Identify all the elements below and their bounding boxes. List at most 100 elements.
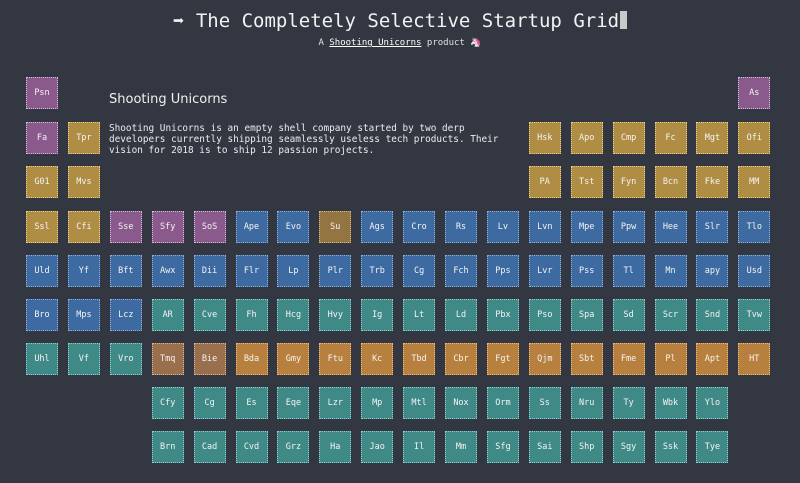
- grid-tile-lv[interactable]: Lv: [486, 211, 519, 243]
- grid-tile-fke[interactable]: Fke: [696, 166, 729, 198]
- grid-tile-cg[interactable]: Cg: [193, 387, 226, 419]
- grid-tile-cve[interactable]: Cve: [193, 299, 226, 331]
- grid-tile-orm[interactable]: Orm: [486, 387, 519, 419]
- grid-tile-cfi[interactable]: Cfi: [67, 211, 100, 243]
- grid-tile-sgy[interactable]: Sgy: [612, 431, 645, 463]
- grid-tile-bda[interactable]: Bda: [235, 343, 268, 375]
- grid-tile-ofi[interactable]: Ofi: [738, 122, 771, 154]
- grid-tile-ht[interactable]: HT: [738, 343, 771, 375]
- grid-tile-slr[interactable]: Slr: [696, 211, 729, 243]
- grid-tile-mn[interactable]: Mn: [654, 255, 687, 287]
- grid-tile-vf[interactable]: Vf: [67, 343, 100, 375]
- grid-tile-cad[interactable]: Cad: [193, 431, 226, 463]
- grid-tile-mgt[interactable]: Mgt: [696, 122, 729, 154]
- grid-tile-kc[interactable]: Kc: [361, 343, 394, 375]
- grid-tile-es[interactable]: Es: [235, 387, 268, 419]
- grid-tile-mm[interactable]: MM: [738, 166, 771, 198]
- grid-tile-fyn[interactable]: Fyn: [612, 166, 645, 198]
- grid-tile-sbt[interactable]: Sbt: [570, 343, 603, 375]
- grid-tile-snd[interactable]: Snd: [696, 299, 729, 331]
- grid-tile-cmp[interactable]: Cmp: [612, 122, 645, 154]
- grid-tile-shp[interactable]: Shp: [570, 431, 603, 463]
- grid-tile-fme[interactable]: Fme: [612, 343, 645, 375]
- grid-tile-uhl[interactable]: Uhl: [26, 343, 58, 375]
- grid-tile-tye[interactable]: Tye: [696, 431, 729, 463]
- grid-tile-vro[interactable]: Vro: [109, 343, 142, 375]
- grid-tile-tpr[interactable]: Tpr: [67, 122, 100, 154]
- grid-tile-scr[interactable]: Scr: [654, 299, 687, 331]
- grid-tile-mps[interactable]: Mps: [67, 299, 100, 331]
- grid-tile-wbk[interactable]: Wbk: [654, 387, 687, 419]
- grid-tile-hee[interactable]: Hee: [654, 211, 687, 243]
- grid-tile-hvy[interactable]: Hvy: [319, 299, 352, 331]
- grid-tile-lt[interactable]: Lt: [403, 299, 436, 331]
- grid-tile-tl[interactable]: Tl: [612, 255, 645, 287]
- grid-tile-awx[interactable]: Awx: [151, 255, 184, 287]
- grid-tile-ssl[interactable]: Ssl: [26, 211, 58, 243]
- grid-tile-pl[interactable]: Pl: [654, 343, 687, 375]
- grid-tile-hcg[interactable]: Hcg: [277, 299, 310, 331]
- grid-tile-cg[interactable]: Cg: [403, 255, 436, 287]
- grid-tile-bro[interactable]: Bro: [26, 299, 58, 331]
- grid-tile-pps[interactable]: Pps: [486, 255, 519, 287]
- grid-tile-apt[interactable]: Apt: [696, 343, 729, 375]
- grid-tile-sd[interactable]: Sd: [612, 299, 645, 331]
- grid-tile-ape[interactable]: Ape: [235, 211, 268, 243]
- grid-tile-sse[interactable]: Sse: [109, 211, 142, 243]
- grid-tile-g01[interactable]: G01: [26, 166, 58, 198]
- grid-tile-pss[interactable]: Pss: [570, 255, 603, 287]
- grid-tile-ar[interactable]: AR: [151, 299, 184, 331]
- grid-tile-spa[interactable]: Spa: [570, 299, 603, 331]
- grid-tile-pso[interactable]: Pso: [528, 299, 561, 331]
- grid-tile-sos[interactable]: SoS: [193, 211, 226, 243]
- grid-tile-ssk[interactable]: Ssk: [654, 431, 687, 463]
- grid-tile-as[interactable]: As: [738, 77, 771, 109]
- grid-tile-ags[interactable]: Ags: [361, 211, 394, 243]
- grid-tile-fch[interactable]: Fch: [445, 255, 477, 287]
- grid-tile-lcz[interactable]: Lcz: [109, 299, 142, 331]
- grid-tile-nru[interactable]: Nru: [570, 387, 603, 419]
- grid-tile-uld[interactable]: Uld: [26, 255, 58, 287]
- grid-tile-ty[interactable]: Ty: [612, 387, 645, 419]
- grid-tile-hsk[interactable]: Hsk: [528, 122, 561, 154]
- grid-tile-mvs[interactable]: Mvs: [67, 166, 100, 198]
- grid-tile-cbr[interactable]: Cbr: [445, 343, 477, 375]
- grid-tile-ylo[interactable]: Ylo: [696, 387, 729, 419]
- grid-tile-tbd[interactable]: Tbd: [403, 343, 436, 375]
- grid-tile-ftu[interactable]: Ftu: [319, 343, 352, 375]
- grid-tile-ppw[interactable]: Ppw: [612, 211, 645, 243]
- grid-tile-bcn[interactable]: Bcn: [654, 166, 687, 198]
- grid-tile-il[interactable]: Il: [403, 431, 436, 463]
- shooting-unicorns-link[interactable]: Shooting Unicorns: [329, 38, 422, 48]
- grid-tile-fh[interactable]: Fh: [235, 299, 268, 331]
- grid-tile-grz[interactable]: Grz: [277, 431, 310, 463]
- grid-tile-cro[interactable]: Cro: [403, 211, 436, 243]
- grid-tile-sai[interactable]: Sai: [528, 431, 561, 463]
- grid-tile-ha[interactable]: Ha: [319, 431, 352, 463]
- grid-tile-pbx[interactable]: Pbx: [486, 299, 519, 331]
- grid-tile-lp[interactable]: Lp: [277, 255, 310, 287]
- grid-tile-lvn[interactable]: Lvn: [528, 211, 561, 243]
- grid-tile-mtl[interactable]: Mtl: [403, 387, 436, 419]
- grid-tile-sfg[interactable]: Sfg: [486, 431, 519, 463]
- grid-tile-evo[interactable]: Evo: [277, 211, 310, 243]
- grid-tile-jao[interactable]: Jao: [361, 431, 394, 463]
- grid-tile-eqe[interactable]: Eqe: [277, 387, 310, 419]
- grid-tile-mpe[interactable]: Mpe: [570, 211, 603, 243]
- grid-tile-lvr[interactable]: Lvr: [528, 255, 561, 287]
- grid-tile-sfy[interactable]: Sfy: [151, 211, 184, 243]
- grid-tile-cvd[interactable]: Cvd: [235, 431, 268, 463]
- grid-tile-plr[interactable]: Plr: [319, 255, 352, 287]
- grid-tile-rs[interactable]: Rs: [445, 211, 477, 243]
- grid-tile-ss[interactable]: Ss: [528, 387, 561, 419]
- grid-tile-mp[interactable]: Mp: [361, 387, 394, 419]
- grid-tile-su[interactable]: Su: [319, 211, 352, 243]
- grid-tile-bie[interactable]: Bie: [193, 343, 226, 375]
- grid-tile-nox[interactable]: Nox: [445, 387, 477, 419]
- grid-tile-fc[interactable]: Fc: [654, 122, 687, 154]
- grid-tile-ig[interactable]: Ig: [361, 299, 394, 331]
- grid-tile-qjm[interactable]: Qjm: [528, 343, 561, 375]
- grid-tile-tst[interactable]: Tst: [570, 166, 603, 198]
- grid-tile-lzr[interactable]: Lzr: [319, 387, 352, 419]
- grid-tile-tlo[interactable]: Tlo: [738, 211, 771, 243]
